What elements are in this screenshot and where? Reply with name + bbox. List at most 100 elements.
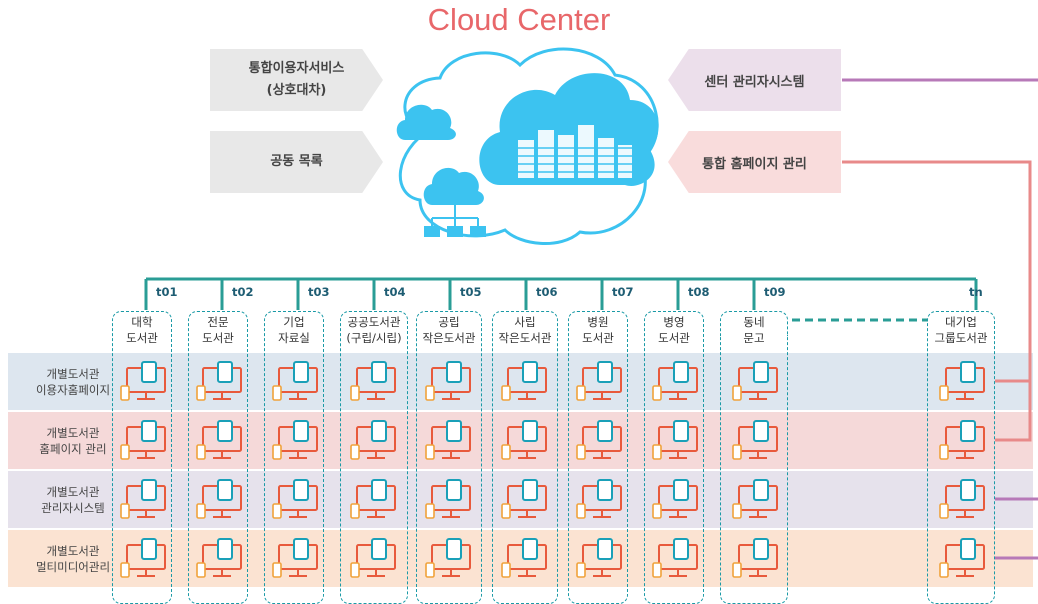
device-group-icon [350,538,396,578]
device-group-icon [939,420,985,460]
service-label: 통합 홈페이지 관리 [702,156,807,172]
tablet-icon [597,361,613,383]
phone-icon [350,385,360,401]
tablet-icon [446,479,462,501]
phone-icon [425,444,435,460]
library-name-line1: 병영 [663,315,685,329]
library-name-line2: 문고 [743,331,765,345]
tablet-icon [960,361,976,383]
phone-icon [576,444,586,460]
row-label-line1: 개별도서관 [46,366,100,381]
phone-icon [120,503,130,519]
device-group-icon [652,479,698,519]
tablet-icon [960,538,976,560]
library-name-line2: 작은도서관 [422,331,476,345]
phone-icon [576,562,586,578]
device-group-icon [732,538,778,578]
tablet-icon [673,479,689,501]
library-name-line2: 도서관 [202,331,234,345]
phone-icon [196,385,206,401]
library-code-t05: t05 [460,285,482,299]
row-label-line2: 관리자시스템 [41,500,105,515]
device-group-icon [939,538,985,578]
phone-icon [425,503,435,519]
device-group-icon [425,361,471,401]
phone-icon [576,385,586,401]
library-column-t09-top [720,311,788,335]
device-group-icon [939,361,985,401]
tablet-icon [217,420,233,442]
tablet-icon [446,420,462,442]
library-name-line2: 도서관 [658,331,690,345]
library-name-line2: 도서관 [582,331,614,345]
library-code-t02: t02 [232,285,254,299]
library-code-t01: t01 [156,285,178,299]
phone-icon [272,562,282,578]
row-band-user-homepage [8,353,1033,410]
phone-icon [425,385,435,401]
library-name-line2: 그룹도서관 [934,331,988,345]
row-label-line2: 홈페이지 관리 [39,441,107,456]
integrated-homepage-arrow: 통합 홈페이지 관리 [668,131,841,193]
device-group-icon [652,420,698,460]
device-group-icon [120,420,166,460]
library-code-t09: t09 [764,285,786,299]
phone-icon [272,385,282,401]
phone-icon [501,444,511,460]
phone-icon [120,562,130,578]
library-name-line1: 공공도서관 [347,315,401,329]
row-band-multimedia [8,530,1033,587]
network-icon [424,205,486,237]
device-group-icon [272,420,318,460]
device-group-icon [196,420,242,460]
library-name-line2: 자료실 [278,331,310,345]
phone-icon [652,503,662,519]
service-label: 센터 관리자시스템 [704,74,805,90]
phone-icon [425,562,435,578]
tablet-icon [673,538,689,560]
device-group-icon [501,420,547,460]
tablet-icon [293,361,309,383]
tablet-icon [217,479,233,501]
tablet-icon [960,479,976,501]
device-group-icon [272,538,318,578]
device-group-icon [120,361,166,401]
tablet-icon [293,538,309,560]
device-group-icon [425,479,471,519]
integrated-user-service-arrow: 통합이용자서비스 (상호대차) [210,49,383,111]
device-group-icon [939,479,985,519]
library-name-line1: 공립 [438,315,460,329]
tablet-icon [141,361,157,383]
library-name-line1: 전문 [207,315,229,329]
phone-icon [732,503,742,519]
service-label-line2: (상호대차) [266,83,327,98]
salmon-link [842,160,1032,442]
device-group-icon [501,479,547,519]
phone-icon [732,444,742,460]
tablet-icon [141,420,157,442]
device-group-icon [652,538,698,578]
phone-icon [652,562,662,578]
device-group-icon [732,420,778,460]
phone-icon [272,444,282,460]
library-code-t04: t04 [384,285,406,299]
library-name-t04: 공공도서관 (구립/시립) [338,314,410,346]
device-group-icon [350,479,396,519]
tablet-icon [371,420,387,442]
tablet-icon [753,538,769,560]
library-name-line2: (구립/시립) [346,331,402,345]
device-group-icon [272,361,318,401]
phone-icon [939,503,949,519]
library-code-t07: t07 [612,285,634,299]
library-name-line1: 대학 [131,315,153,329]
device-group-icon [576,479,622,519]
